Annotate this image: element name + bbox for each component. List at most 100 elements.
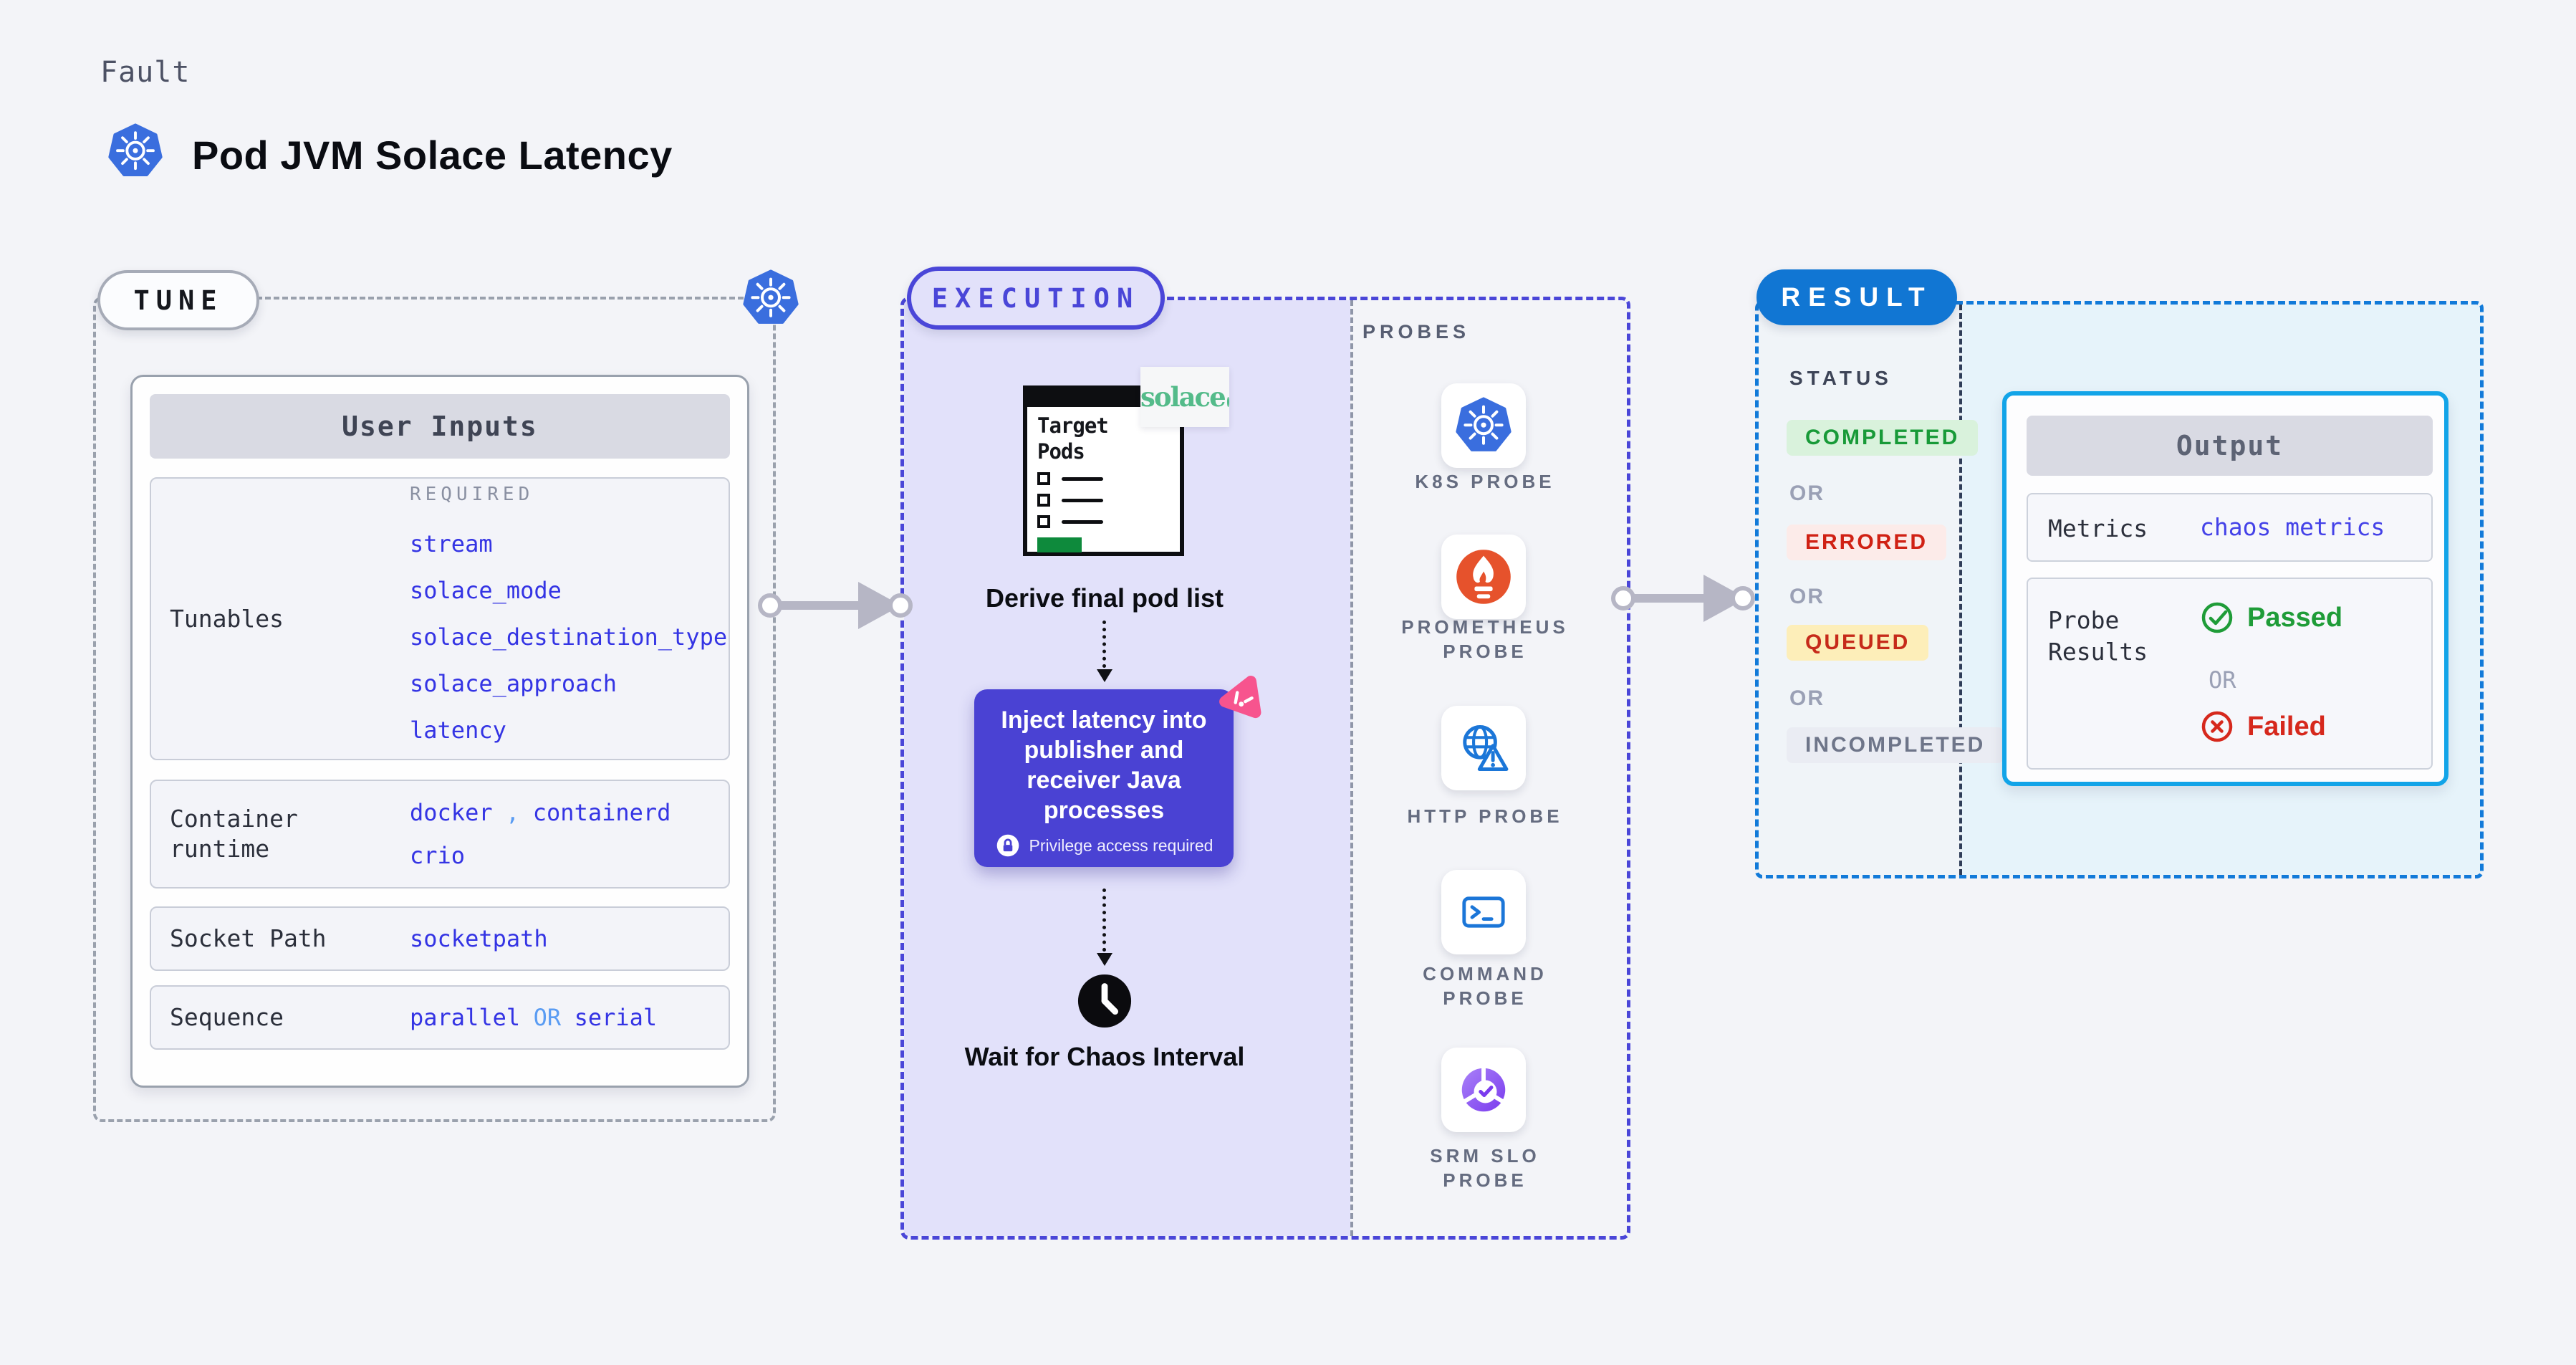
chaos-pink-icon — [1219, 676, 1261, 719]
arrow-shaft — [1630, 594, 1713, 603]
lock-icon — [996, 834, 1019, 857]
wait-step-label: Wait for Chaos Interval — [964, 1042, 1245, 1071]
probe-label: COMMAND PROBE — [1423, 963, 1547, 1009]
solace-logo: solace — [1140, 367, 1229, 427]
probe-label: K8S PROBE — [1415, 471, 1555, 492]
arrow-shaft — [777, 601, 867, 610]
probe-results-row: Probe Results Passed OR Failed — [2027, 578, 2433, 770]
privilege-note: Privilege access required — [1029, 835, 1213, 855]
solace-logo-dot — [1226, 397, 1229, 407]
user-inputs-title: User Inputs — [342, 411, 538, 442]
connector-port — [888, 593, 913, 618]
privilege-note-row: Privilege access required — [995, 833, 1213, 858]
fault-kicker: Fault — [100, 56, 191, 89]
sequence-row: Sequence parallel OR serial — [150, 985, 730, 1050]
srm-slo-pie-check-icon — [1461, 1067, 1506, 1112]
kubernetes-logo-icon — [107, 123, 163, 179]
or-separator: OR — [533, 1004, 562, 1031]
probe-label: PROMETHEUS PROBE — [1401, 616, 1569, 662]
output-title: Output — [2176, 430, 2284, 461]
socket-path-row: Socket Path socketpath — [150, 906, 730, 971]
http-probe-card — [1441, 706, 1526, 790]
tunables-row-label: Tunables — [170, 604, 284, 633]
failed-label: Failed — [2247, 711, 2326, 742]
passed-line: Passed — [2200, 600, 2342, 635]
tunable-value: solace_destination_type — [410, 623, 728, 651]
metrics-value: chaos metrics — [2200, 513, 2385, 541]
kubernetes-icon — [742, 269, 799, 327]
checkbox-icon — [1037, 472, 1050, 485]
result-badge-label: RESULT — [1781, 282, 1933, 312]
connector-port — [758, 593, 782, 618]
tunables-row: Tunables REQUIRED stream solace_mode sol… — [150, 477, 730, 760]
status-badge-queued: QUEUED — [1787, 625, 1929, 661]
tune-section-box — [93, 297, 776, 1122]
tunable-value: latency — [410, 717, 506, 744]
required-tag: REQUIRED — [410, 484, 534, 505]
k8s-probe-card — [1441, 383, 1526, 468]
status-badge-errored: ERRORED — [1787, 525, 1947, 560]
or-separator: OR — [2209, 666, 2236, 694]
page-title: Pod JVM Solace Latency — [192, 133, 673, 178]
connector-port — [1731, 586, 1755, 610]
socket-path-value: socketpath — [410, 925, 548, 952]
probe-label: HTTP PROBE — [1407, 805, 1563, 827]
list-line — [1062, 519, 1103, 524]
output-header: Output — [2027, 416, 2433, 476]
tunables-values: REQUIRED stream solace_mode solace_desti… — [410, 479, 727, 759]
execution-badge-label: EXECUTION — [931, 282, 1140, 314]
comma-separator: , — [506, 799, 520, 826]
execution-badge: EXECUTION — [907, 267, 1165, 330]
tunable-value: solace_approach — [410, 670, 617, 697]
checkbox-icon — [1037, 494, 1050, 507]
container-runtime-values: docker , containerd crio — [410, 781, 671, 887]
dotted-arrow-head — [1097, 669, 1112, 682]
metrics-row: Metrics chaos metrics — [2027, 493, 2433, 562]
prometheus-probe-card — [1441, 535, 1526, 619]
tune-badge: TUNE — [97, 270, 259, 330]
runtime-value: docker — [410, 799, 493, 826]
clock-icon — [1077, 974, 1132, 1028]
or-separator: OR — [1789, 585, 1825, 608]
terminal-icon — [1462, 896, 1505, 928]
probe-results-label: Probe Results — [2048, 606, 2148, 666]
or-separator: OR — [1789, 482, 1825, 505]
sequence-values: parallel OR serial — [410, 987, 657, 1048]
tunable-value: stream — [410, 530, 493, 557]
dotted-connector — [1102, 621, 1106, 668]
runtime-value: containerd — [532, 799, 671, 826]
connector-port — [1611, 586, 1635, 610]
output-card: Output Metrics chaos metrics Probe Resul… — [2002, 391, 2448, 786]
list-line — [1062, 498, 1103, 502]
user-inputs-header: User Inputs — [150, 394, 730, 459]
status-title: STATUS — [1789, 367, 1893, 389]
sequence-value: parallel — [410, 1004, 521, 1031]
list-line — [1062, 476, 1103, 481]
passed-label: Passed — [2247, 602, 2343, 633]
or-separator: OR — [1789, 686, 1825, 710]
sequence-value: serial — [574, 1004, 658, 1031]
status-badge-incompleted: INCOMPLETED — [1787, 727, 2004, 763]
metrics-label: Metrics — [2048, 514, 2148, 542]
sequence-label: Sequence — [170, 1003, 284, 1031]
container-runtime-row: Container runtime docker , containerd cr… — [150, 780, 730, 889]
user-inputs-card: User Inputs Tunables REQUIRED stream sol… — [130, 375, 749, 1088]
checkbox-icon — [1037, 515, 1050, 528]
srm-slo-probe-card — [1441, 1048, 1526, 1132]
container-runtime-label: Container runtime — [170, 805, 298, 863]
x-circle-icon — [2201, 711, 2233, 742]
kubernetes-icon — [1455, 397, 1512, 454]
probes-divider — [1350, 300, 1353, 1236]
socket-path-values: socketpath — [410, 908, 548, 969]
result-divider — [1959, 305, 1962, 875]
pod-list-item — [1037, 471, 1180, 486]
inject-step-label: Inject latency into publisher and receiv… — [1001, 707, 1207, 824]
pod-list-item — [1037, 493, 1180, 507]
tune-badge-label: TUNE — [133, 284, 224, 316]
solace-logo-text: solace — [1140, 381, 1226, 413]
dotted-arrow-head — [1097, 953, 1112, 966]
status-badge-completed: COMPLETED — [1787, 420, 1979, 456]
tunable-value: solace_mode — [410, 577, 562, 604]
http-globe-warning-icon — [1463, 725, 1509, 771]
